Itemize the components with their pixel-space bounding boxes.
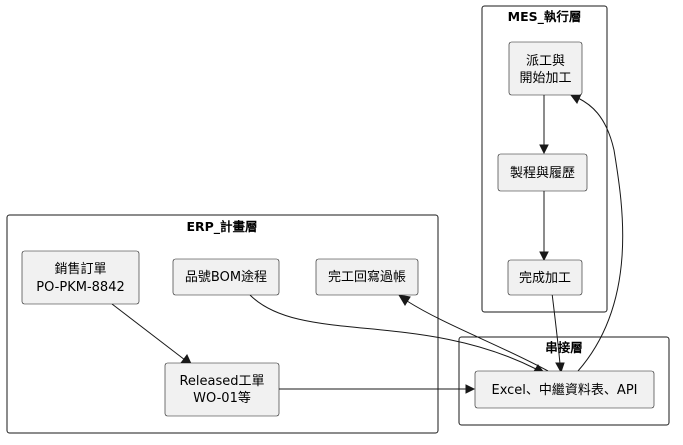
- package-bridge-title: 串接層: [545, 340, 583, 355]
- arrowhead: [465, 384, 476, 394]
- edges: [111, 93, 624, 394]
- node-finish: 完成加工: [507, 259, 583, 296]
- node-work-order-line2: WO-01等: [193, 390, 251, 406]
- node-completion-posting-label: 完工回寫過帳: [328, 269, 406, 285]
- node-sales-order-line1: 銷售訂單: [54, 261, 106, 277]
- node-completion-posting: 完工回寫過帳: [315, 258, 419, 296]
- edge-finish-to-integration: [551, 292, 561, 365]
- node-work-order: Released工單 WO-01等: [164, 362, 280, 417]
- node-dispatch-line2: 開始加工: [519, 71, 571, 86]
- node-process-history: 製程與履歷: [497, 153, 588, 192]
- edge-integration-to-dispatch: [577, 97, 624, 372]
- arrowhead: [539, 144, 549, 155]
- node-integration-label: Excel、中繼資料表、API: [491, 383, 637, 398]
- node-sales-order-line2: PO-PKM-8842: [36, 280, 124, 295]
- arrowhead: [398, 294, 411, 306]
- arrowhead: [539, 251, 549, 262]
- edge-bom-routing-to-integration: [249, 294, 537, 370]
- node-sales-order: 銷售訂單 PO-PKM-8842: [21, 250, 140, 305]
- node-bom-routing-label: 品號BOM途程: [185, 269, 267, 285]
- edge-integration-to-completion-posting: [406, 300, 549, 372]
- node-finish-label: 完成加工: [519, 271, 571, 286]
- node-integration: Excel、中繼資料表、API: [474, 370, 655, 409]
- node-dispatch-line1: 派工與: [526, 54, 565, 69]
- package-mes-title: MES_執行層: [508, 9, 582, 25]
- package-erp-title: ERP_計畫層: [186, 219, 257, 235]
- arrowhead: [555, 362, 565, 374]
- node-bom-routing: 品號BOM途程: [172, 258, 280, 296]
- node-process-history-label: 製程與履歷: [510, 166, 575, 181]
- node-work-order-line1: Released工單: [179, 374, 264, 389]
- edge-sales-order-to-work-order: [111, 303, 186, 361]
- node-dispatch: 派工與 開始加工: [508, 41, 583, 96]
